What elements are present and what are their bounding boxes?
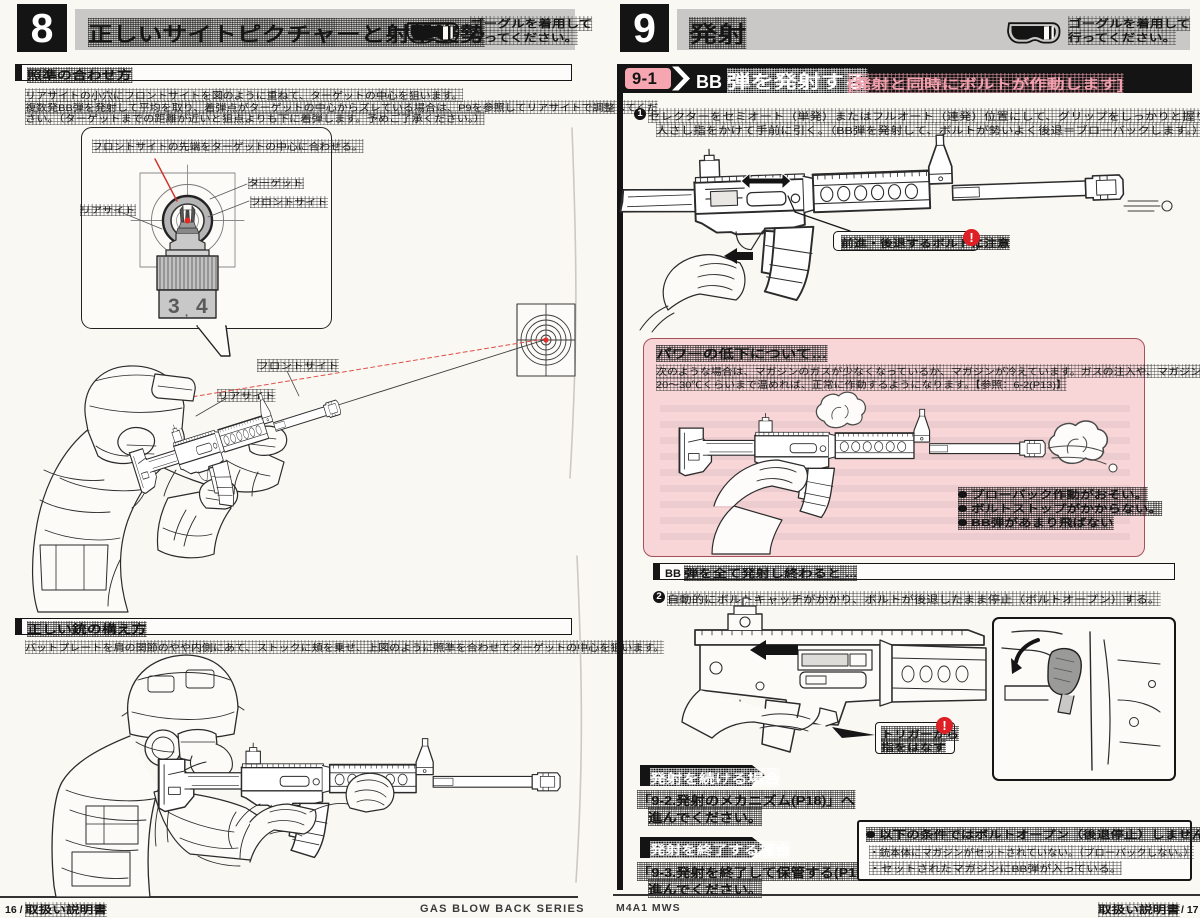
svg-text:4: 4 bbox=[196, 295, 208, 318]
svg-text:3: 3 bbox=[168, 295, 180, 318]
svg-text:,: , bbox=[185, 307, 188, 319]
